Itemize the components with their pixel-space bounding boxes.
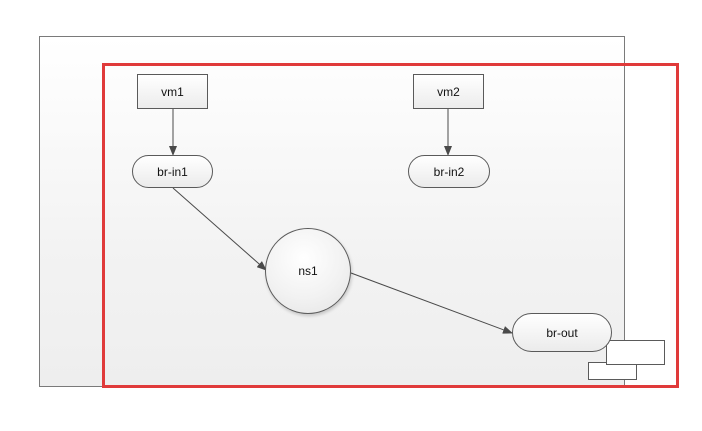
node-br-in2[interactable]: br-in2 [408,155,490,188]
node-ns1[interactable]: ns1 [265,228,351,314]
node-ns1-label: ns1 [298,264,318,278]
port-box-upper [606,340,665,365]
node-vm2-label: vm2 [437,84,460,99]
node-br-in1[interactable]: br-in1 [132,155,213,188]
node-br-in1-label: br-in1 [157,164,188,179]
highlight-frame [102,63,679,388]
node-br-out[interactable]: br-out [512,313,612,352]
node-vm2[interactable]: vm2 [413,74,484,109]
node-vm1-label: vm1 [161,84,184,99]
node-vm1[interactable]: vm1 [137,74,208,109]
edge-br-in1-to-ns1 [172,187,267,271]
node-br-in2-label: br-in2 [433,164,465,179]
node-br-out-label: br-out [546,325,578,340]
edge-ns1-to-br-out [350,272,513,334]
